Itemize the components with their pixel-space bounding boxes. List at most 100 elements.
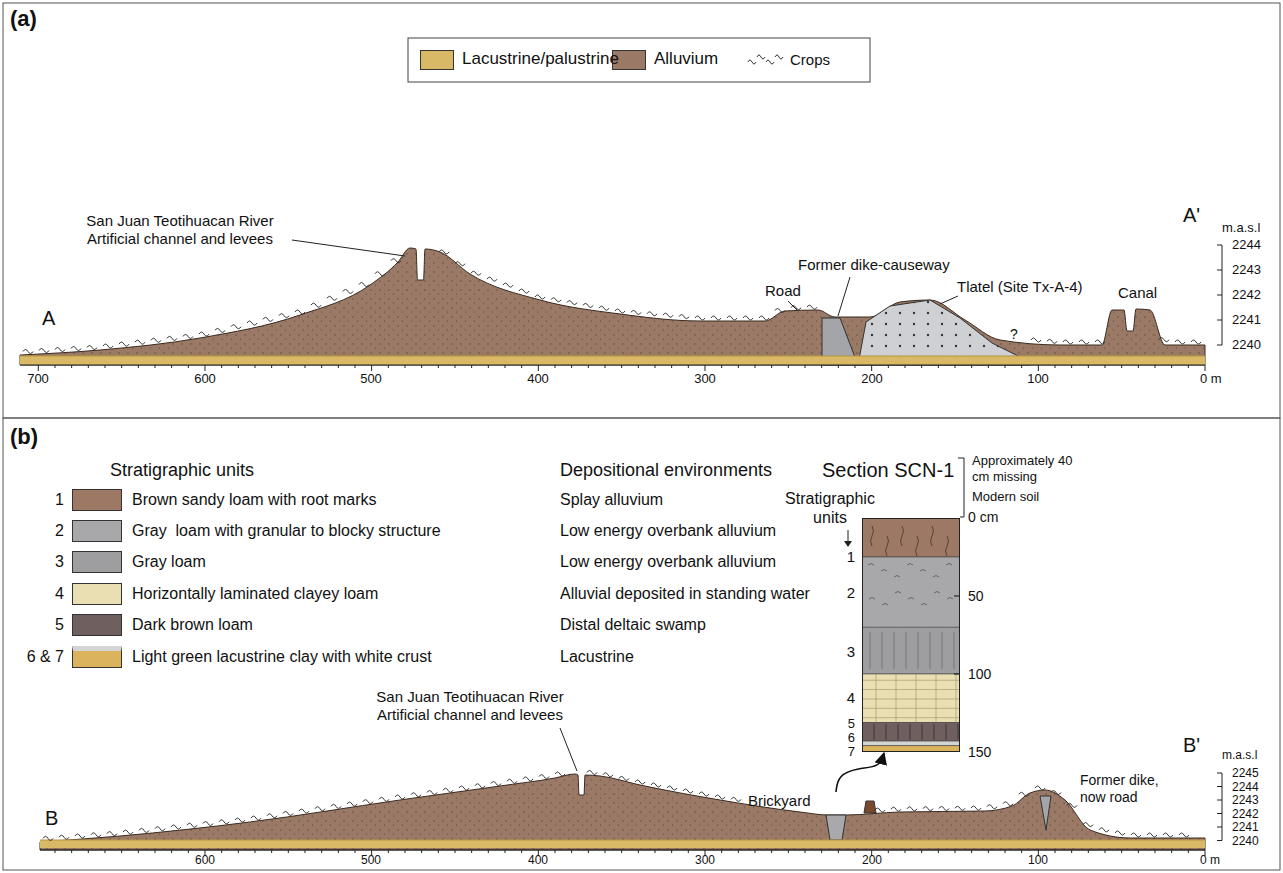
annotation-label: Low energy overbank alluvium xyxy=(560,521,776,540)
leader-line xyxy=(560,728,577,771)
stratum xyxy=(862,518,960,557)
annotation-label: 200 xyxy=(861,371,883,387)
annotation-label: San Juan Teotihuacan River Artificial ch… xyxy=(68,212,293,248)
annotation-label: 100 xyxy=(1027,371,1049,387)
annotation-label: 2244 xyxy=(1232,780,1259,794)
annotation-label: 3 xyxy=(847,643,855,661)
lacustrine-contact xyxy=(40,839,1205,840)
annotation-label: 4 xyxy=(55,584,64,603)
crop-symbols xyxy=(23,250,1201,354)
annotation-label: m.a.s.l xyxy=(1222,220,1260,236)
legend-swatch xyxy=(72,646,122,668)
annotation-label: 300 xyxy=(695,853,715,867)
annotation-label: Depositional environments xyxy=(560,460,772,482)
section-heading: Section SCN-1 xyxy=(822,458,954,482)
lacustrine-contact xyxy=(20,355,1205,356)
annotation-label: Road xyxy=(765,282,801,300)
annotation-label: 200 xyxy=(862,853,882,867)
annotation-label: 2242 xyxy=(1232,807,1259,821)
legend-label: Crops xyxy=(790,51,830,69)
annotation-label: Former dike, now road xyxy=(1080,772,1172,806)
stratum xyxy=(862,627,960,674)
annotation-label: 500 xyxy=(360,371,382,387)
panel-frame xyxy=(3,3,1280,418)
stratum xyxy=(862,741,960,746)
annotation-label: 2244 xyxy=(1232,237,1261,253)
annotation-label: (b) xyxy=(10,424,38,450)
legend-label: Lacustrine/palustrine xyxy=(462,49,619,69)
annotation-label: 7 xyxy=(848,744,855,760)
legend-label: Horizontally laminated clayey loam xyxy=(132,584,378,603)
leader-line xyxy=(838,277,850,316)
crop-symbols xyxy=(43,770,1189,840)
annotation-label: 2240 xyxy=(1232,834,1259,848)
pointer-arrowhead xyxy=(844,541,852,547)
annotation-label: 5 xyxy=(55,615,64,634)
alluvium-profile xyxy=(20,248,1205,365)
elevation-scale xyxy=(1217,245,1222,345)
annotation-label: ? xyxy=(1010,326,1018,343)
legend-label: Dark brown loam xyxy=(132,615,253,634)
annotation-label: 1 xyxy=(847,548,855,566)
annotation-label: 100 xyxy=(968,666,991,683)
annotation-label: 0 cm xyxy=(968,509,998,526)
stratigraphic-column: Section SCN-1 xyxy=(862,518,960,752)
annotation-label: 2245 xyxy=(1232,766,1259,780)
leader-line xyxy=(292,240,405,256)
annotation-label: 150 xyxy=(968,744,991,761)
legend-label: Light green lacustrine clay with white c… xyxy=(132,647,432,666)
missing-bracket xyxy=(958,458,964,517)
annotation-label: 4 xyxy=(847,689,855,707)
annotation-label: 2 xyxy=(55,521,64,540)
annotation-label: 100 xyxy=(1028,853,1048,867)
annotation-label: San Juan Teotihuacan River Artificial ch… xyxy=(358,688,583,724)
annotation-label: Stratigraphic units xyxy=(110,460,254,482)
legend-label: Gray loam xyxy=(132,552,206,571)
annotation-label: Approximately 40 cm missing xyxy=(972,453,1077,484)
leader-line xyxy=(940,296,958,304)
annotation-label: 2240 xyxy=(1232,337,1261,353)
annotation-label: 300 xyxy=(694,371,716,387)
stratum xyxy=(862,722,960,741)
brick-kiln xyxy=(864,801,876,813)
pointer-arrow xyxy=(848,530,849,542)
alluvium-profile xyxy=(40,774,1205,850)
annotation-label: (a) xyxy=(10,6,37,32)
annotation-label: 2243 xyxy=(1232,793,1259,807)
connector-arrow xyxy=(836,753,884,792)
tlatel-mound xyxy=(858,300,1030,365)
panel-frame xyxy=(3,418,1280,870)
legend-swatch xyxy=(72,489,122,511)
site-label: Brickyard xyxy=(748,792,811,810)
annotation-label: A' xyxy=(1183,203,1200,227)
annotation-label: 6 & 7 xyxy=(27,647,64,666)
annotation-label: 2242 xyxy=(1232,287,1261,303)
annotation-label: Former dike-causeway xyxy=(798,256,950,274)
legend-label: Gray loam with granular to blocky struct… xyxy=(132,521,441,540)
leader-line xyxy=(788,301,797,310)
annotation-label: 2 xyxy=(847,584,855,602)
annotation-label: 600 xyxy=(195,853,215,867)
annotation-label: A xyxy=(42,306,55,330)
annotation-label: Modern soil xyxy=(972,489,1039,505)
annotation-label: B' xyxy=(1183,733,1200,757)
annotation-label: Alluvial deposited in standing water xyxy=(560,584,810,603)
legend-swatch xyxy=(72,551,122,573)
column-strata xyxy=(862,518,960,752)
brickyard-pit xyxy=(826,815,846,840)
annotation-label: Distal deltaic swamp xyxy=(560,615,706,634)
elevation-scale xyxy=(1217,773,1222,841)
annotation-label: 6 xyxy=(848,730,855,746)
annotation-label: 50 xyxy=(968,588,984,605)
annotation-label: Low energy overbank alluvium xyxy=(560,552,776,571)
legend-swatch xyxy=(72,583,122,605)
annotation-label: 400 xyxy=(528,853,548,867)
legend-swatch xyxy=(72,520,122,542)
legend-swatch xyxy=(420,50,454,70)
annotation-label: 2243 xyxy=(1232,262,1261,278)
brickyard-site: Brickyard xyxy=(748,792,850,840)
lacustrine-layer xyxy=(40,840,1205,848)
annotation-label: 1 xyxy=(55,490,64,509)
annotation-label: 5 xyxy=(848,716,855,732)
legend-label: Alluvium xyxy=(654,49,718,69)
